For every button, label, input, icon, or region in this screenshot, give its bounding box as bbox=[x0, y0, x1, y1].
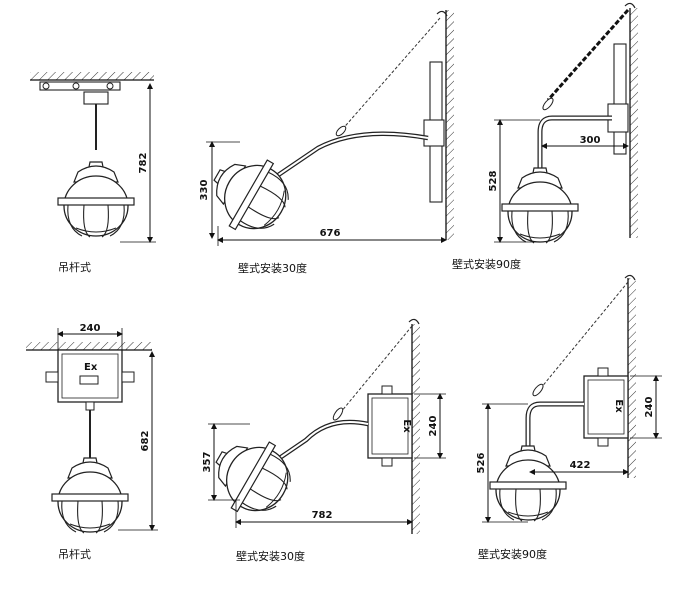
lamp-fixture bbox=[199, 423, 304, 529]
wall-hatch bbox=[446, 10, 454, 240]
diagram-wall-30-top: 330 676 壁式安装30度 bbox=[197, 10, 454, 275]
dimension-label: 526 bbox=[476, 453, 487, 474]
diagram-caption: 壁式安装30度 bbox=[236, 549, 305, 563]
mounting-arm bbox=[537, 115, 612, 168]
wall-hatch bbox=[412, 324, 420, 534]
diagram-pendant-top: 782 吊杆式 bbox=[30, 72, 156, 274]
dimension-label: 782 bbox=[138, 153, 149, 174]
dimension-label: 357 bbox=[202, 452, 213, 473]
ex-label: Ex bbox=[401, 419, 412, 433]
dimension-label: 528 bbox=[488, 171, 499, 192]
dimension-label: 300 bbox=[580, 135, 601, 146]
wall-bracket bbox=[613, 43, 627, 155]
diagram-caption: 吊杆式 bbox=[58, 260, 91, 274]
lamp-fixture bbox=[501, 167, 579, 244]
wall-hatch bbox=[628, 278, 636, 478]
mounting-arm bbox=[260, 131, 429, 188]
dimension-label: 682 bbox=[140, 431, 151, 452]
dimension-label: 330 bbox=[199, 180, 210, 201]
support-chain bbox=[546, 9, 630, 101]
diagram-caption: 吊杆式 bbox=[58, 547, 91, 561]
diagram-pendant-bottom: Ex 240 682 吊杆式 bbox=[26, 323, 158, 561]
dimension-label: 240 bbox=[644, 397, 655, 418]
dimension-label: 240 bbox=[428, 416, 439, 437]
support-chain bbox=[535, 281, 629, 395]
wall-hatch bbox=[630, 8, 638, 238]
ex-label: Ex bbox=[84, 362, 98, 373]
diagram-caption: 壁式安装90度 bbox=[452, 257, 521, 271]
ceiling-hatch bbox=[26, 342, 152, 350]
diagram-wall-90-bottom: Ex 526 422 240 壁式安装90度 bbox=[476, 274, 662, 561]
mounting-arm bbox=[525, 401, 584, 446]
diagram-wall-30-bottom: Ex 357 782 240 壁式安装30度 bbox=[199, 318, 446, 563]
ceiling-hatch bbox=[30, 72, 154, 80]
junction-box bbox=[367, 393, 413, 459]
dimension-label: 240 bbox=[80, 323, 101, 334]
lamp-fixture bbox=[197, 141, 302, 247]
dimension-label: 782 bbox=[312, 510, 333, 521]
dimension-label: 422 bbox=[570, 460, 591, 471]
mounting-bracket bbox=[39, 81, 121, 91]
diagram-wall-90-top: 300 528 壁式安装90度 bbox=[452, 2, 638, 271]
lamp-fixture bbox=[51, 457, 129, 534]
lamp-fixture bbox=[57, 161, 135, 238]
dimension-label: 676 bbox=[320, 228, 341, 239]
support-chain bbox=[339, 17, 441, 133]
diagram-caption: 壁式安装90度 bbox=[478, 547, 547, 561]
diagram-caption: 壁式安装30度 bbox=[238, 261, 307, 275]
lamp-fixture bbox=[489, 445, 567, 522]
ex-label: Ex bbox=[613, 399, 624, 413]
